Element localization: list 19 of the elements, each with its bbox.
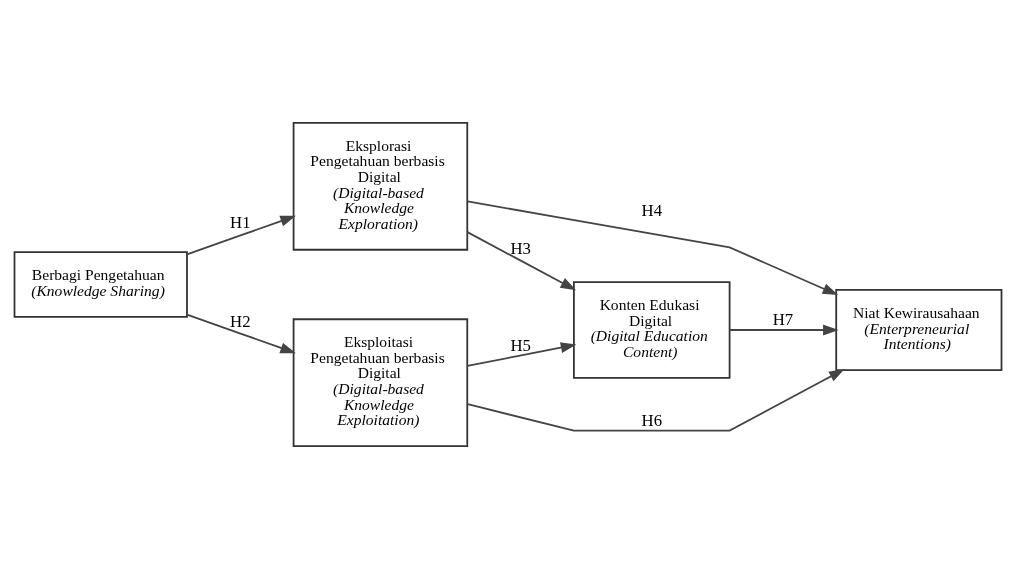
node-box: Berbagi Pengetahuan (Knowledge Sharing): [13, 251, 188, 318]
node-box: Eksplorasi Pengetahuan berbasis Digital (Digital-based Knowledge Exploration): [292, 121, 468, 251]
arrow: [728, 324, 839, 336]
edge-label: H6: [641, 411, 662, 431]
node-box: Niat Kewirausahaan (Enterpreneurial Intentions): [834, 289, 1002, 372]
arrow: [466, 369, 845, 432]
edge-label: H3: [509, 238, 531, 258]
edge-label: H1: [229, 213, 251, 233]
arrow: [466, 231, 576, 291]
edge-label: H2: [229, 311, 251, 331]
node-box: Konten Edukasi Digital (Digital Education Content): [572, 281, 730, 379]
edge-label: H7: [772, 310, 793, 330]
arrow: [185, 215, 296, 256]
arrow: [466, 200, 838, 296]
edge-label: H5: [509, 335, 531, 355]
node-box: Eksploitasi Pengetahuan berbasis Digital (Digital-based Knowledge Exploitation): [292, 318, 468, 448]
arrow: [466, 342, 576, 367]
arrow: [185, 313, 296, 354]
edge-label: H4: [641, 201, 662, 221]
